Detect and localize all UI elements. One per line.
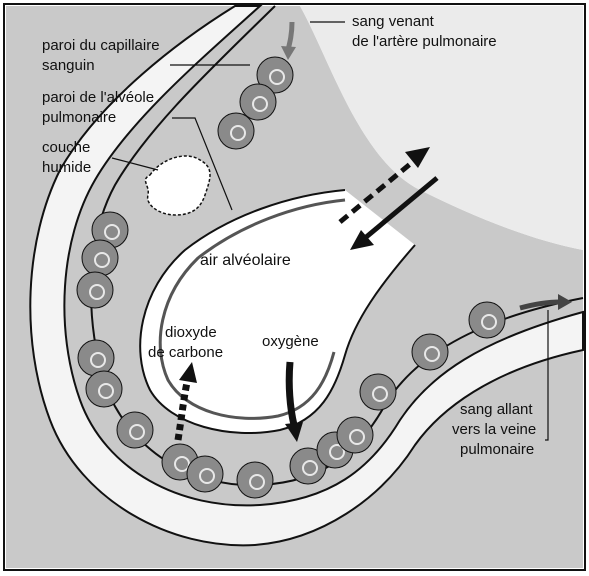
capillary-wall-label-1: paroi du capillaire <box>42 37 160 54</box>
co2-label-1: dioxyde <box>165 324 217 341</box>
red-blood-cell <box>117 412 153 448</box>
oxygen-label: oxygène <box>262 333 319 350</box>
alveolus-wall-label-1: paroi de l'alvéole <box>42 89 154 106</box>
vein-blood-label-2: vers la veine <box>452 421 536 438</box>
red-blood-cell <box>187 456 223 492</box>
red-blood-cell <box>86 371 122 407</box>
co2-label-2: de carbone <box>148 344 223 361</box>
red-blood-cell <box>218 113 254 149</box>
alveolus-wall-label-2: pulmonaire <box>42 109 116 126</box>
red-blood-cell <box>469 302 505 338</box>
red-blood-cell <box>360 374 396 410</box>
moist-layer-label-2: humide <box>42 159 91 176</box>
red-blood-cell <box>237 462 273 498</box>
artery-blood-label-1: sang venant <box>352 13 435 30</box>
red-blood-cell <box>78 340 114 376</box>
alveolar-air-label: air alvéolaire <box>200 252 291 269</box>
red-blood-cell <box>337 417 373 453</box>
capillary-wall-label-2: sanguin <box>42 57 95 74</box>
red-blood-cell <box>82 240 118 276</box>
red-blood-cell <box>77 272 113 308</box>
vein-blood-label-1: sang allant <box>460 401 533 418</box>
red-blood-cell <box>240 84 276 120</box>
artery-blood-label-2: de l'artère pulmonaire <box>352 33 497 50</box>
moist-layer-label-1: couche <box>42 139 90 156</box>
red-blood-cell <box>412 334 448 370</box>
vein-blood-label-3: pulmonaire <box>460 441 534 458</box>
